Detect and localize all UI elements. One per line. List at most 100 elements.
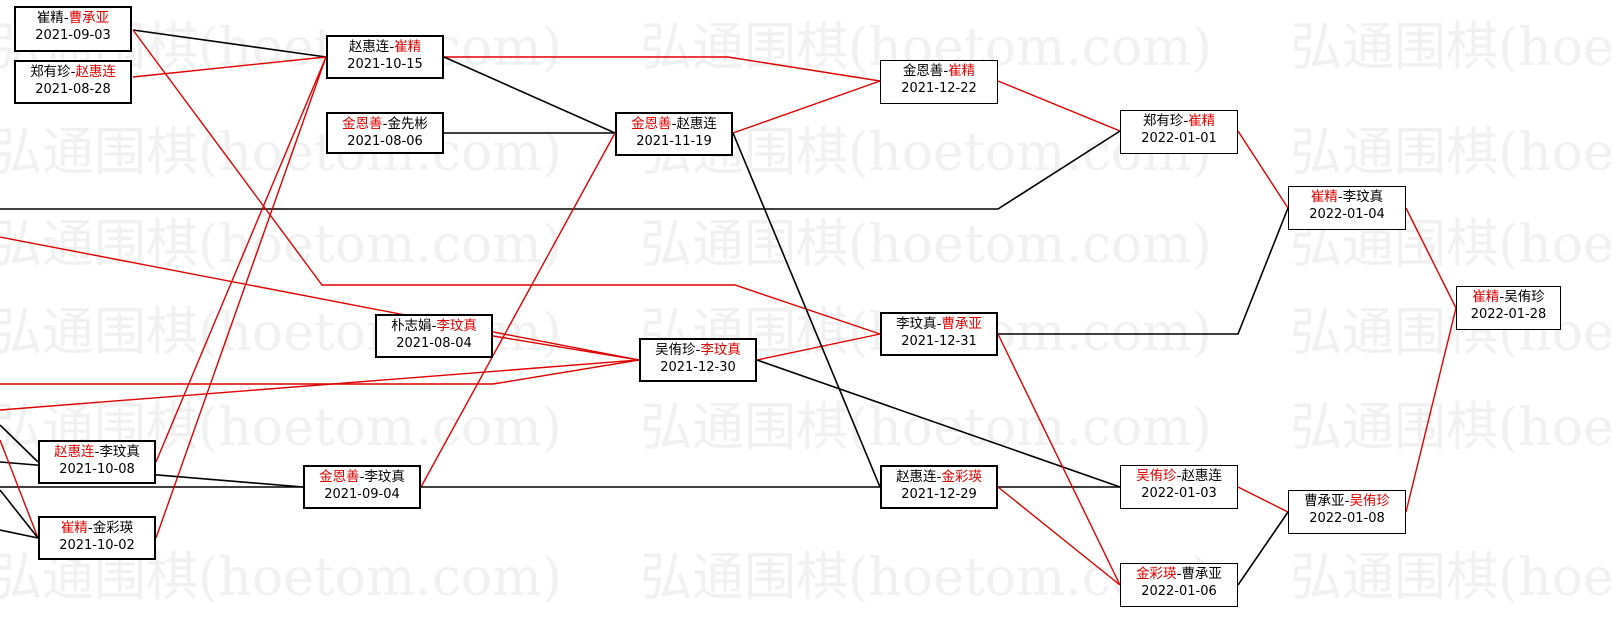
match-date: 2021-10-15	[347, 57, 423, 72]
match-date: 2021-12-30	[660, 360, 736, 375]
match-date: 2022-01-08	[1309, 511, 1385, 526]
separator: -	[1176, 468, 1182, 484]
connector-line	[155, 56, 327, 539]
separator: -	[1499, 289, 1505, 305]
connector-line	[997, 80, 1121, 132]
player-a: 李玟真	[896, 316, 937, 332]
connector-line	[0, 130, 1121, 210]
connector-line	[0, 359, 640, 385]
connector-line	[998, 207, 1289, 335]
connector-line	[0, 236, 640, 361]
separator: -	[382, 116, 388, 132]
match-players: 崔精-金彩瑛	[40, 519, 154, 537]
match-players: 金恩善-李玟真	[305, 468, 419, 486]
player-b: 金先彬	[387, 116, 428, 132]
match-date: 2021-12-22	[901, 81, 977, 96]
match-players: 金恩善-赵惠连	[617, 115, 731, 133]
match-date: 2021-10-08	[59, 462, 135, 477]
match-players: 赵惠连-李玟真	[40, 443, 154, 461]
connector-line	[0, 439, 39, 539]
player-a: 赵惠连	[54, 444, 95, 460]
connector-line	[1405, 207, 1457, 309]
match-players: 吴侑珍-赵惠连	[1121, 467, 1237, 485]
match-players: 赵惠连-金彩瑛	[882, 468, 996, 486]
player-b: 崔精	[394, 39, 422, 55]
player-b: 赵惠连	[1181, 468, 1222, 484]
match-date: 2022-01-06	[1141, 584, 1217, 599]
player-a: 金恩善	[902, 63, 944, 79]
connector-line	[0, 359, 640, 411]
separator: -	[70, 64, 76, 80]
player-a: 朴志娟	[391, 318, 432, 334]
separator: -	[1176, 566, 1182, 582]
player-a: 崔精	[60, 520, 88, 536]
connector-line	[0, 529, 39, 539]
connector-line	[997, 486, 1121, 586]
match-players: 郑有珍-赵惠连	[16, 63, 130, 81]
player-b: 曹承亚	[68, 10, 110, 26]
player-a: 金彩瑛	[1136, 566, 1177, 582]
match-date: 2021-08-06	[347, 134, 423, 149]
match-players: 金恩善-崔精	[881, 62, 997, 80]
connector-line	[0, 424, 39, 463]
match-date: 2022-01-03	[1141, 486, 1217, 501]
match-date: 2022-01-04	[1309, 207, 1385, 222]
player-a: 崔精	[1472, 289, 1500, 305]
match-players: 崔精-李玟真	[1289, 188, 1405, 206]
match-date: 2021-12-31	[901, 334, 977, 349]
match-players: 李玟真-曹承亚	[882, 315, 996, 333]
player-b: 李玟真	[700, 342, 741, 358]
player-a: 金恩善	[319, 469, 360, 485]
separator: -	[1337, 189, 1343, 205]
player-a: 赵惠连	[896, 469, 937, 485]
player-a: 崔精	[1310, 189, 1338, 205]
separator: -	[431, 318, 437, 334]
separator: -	[389, 39, 395, 55]
connector-line	[756, 333, 881, 361]
separator: -	[63, 10, 69, 26]
separator: -	[1183, 113, 1189, 129]
player-b: 崔精	[1188, 113, 1216, 129]
player-a: 崔精	[36, 10, 64, 26]
player-a: 吴侑珍	[1136, 468, 1177, 484]
match-players: 崔精-吴侑珍	[1457, 288, 1560, 306]
separator: -	[94, 444, 100, 460]
match-date: 2021-08-04	[396, 336, 472, 351]
player-b: 崔精	[948, 63, 976, 79]
player-a: 郑有珍	[1142, 113, 1184, 129]
player-b: 赵惠连	[676, 116, 717, 132]
connector-line	[132, 29, 327, 58]
player-a: 郑有珍	[30, 64, 71, 80]
separator: -	[936, 469, 942, 485]
match-date: 2021-09-04	[324, 487, 400, 502]
player-b: 李玟真	[436, 318, 477, 334]
player-b: 吴侑珍	[1504, 289, 1545, 305]
separator: -	[671, 116, 677, 132]
connector-line	[1237, 511, 1289, 586]
match-node[interactable]: 朴志娟-李玟真 2021-08-04	[375, 314, 493, 358]
match-date: 2021-11-19	[636, 134, 712, 149]
player-b: 李玟真	[364, 469, 405, 485]
player-b: 金彩瑛	[92, 520, 134, 536]
connector-line	[997, 333, 1121, 586]
player-b: 吴侑珍	[1349, 493, 1390, 509]
connector-line	[132, 56, 327, 78]
